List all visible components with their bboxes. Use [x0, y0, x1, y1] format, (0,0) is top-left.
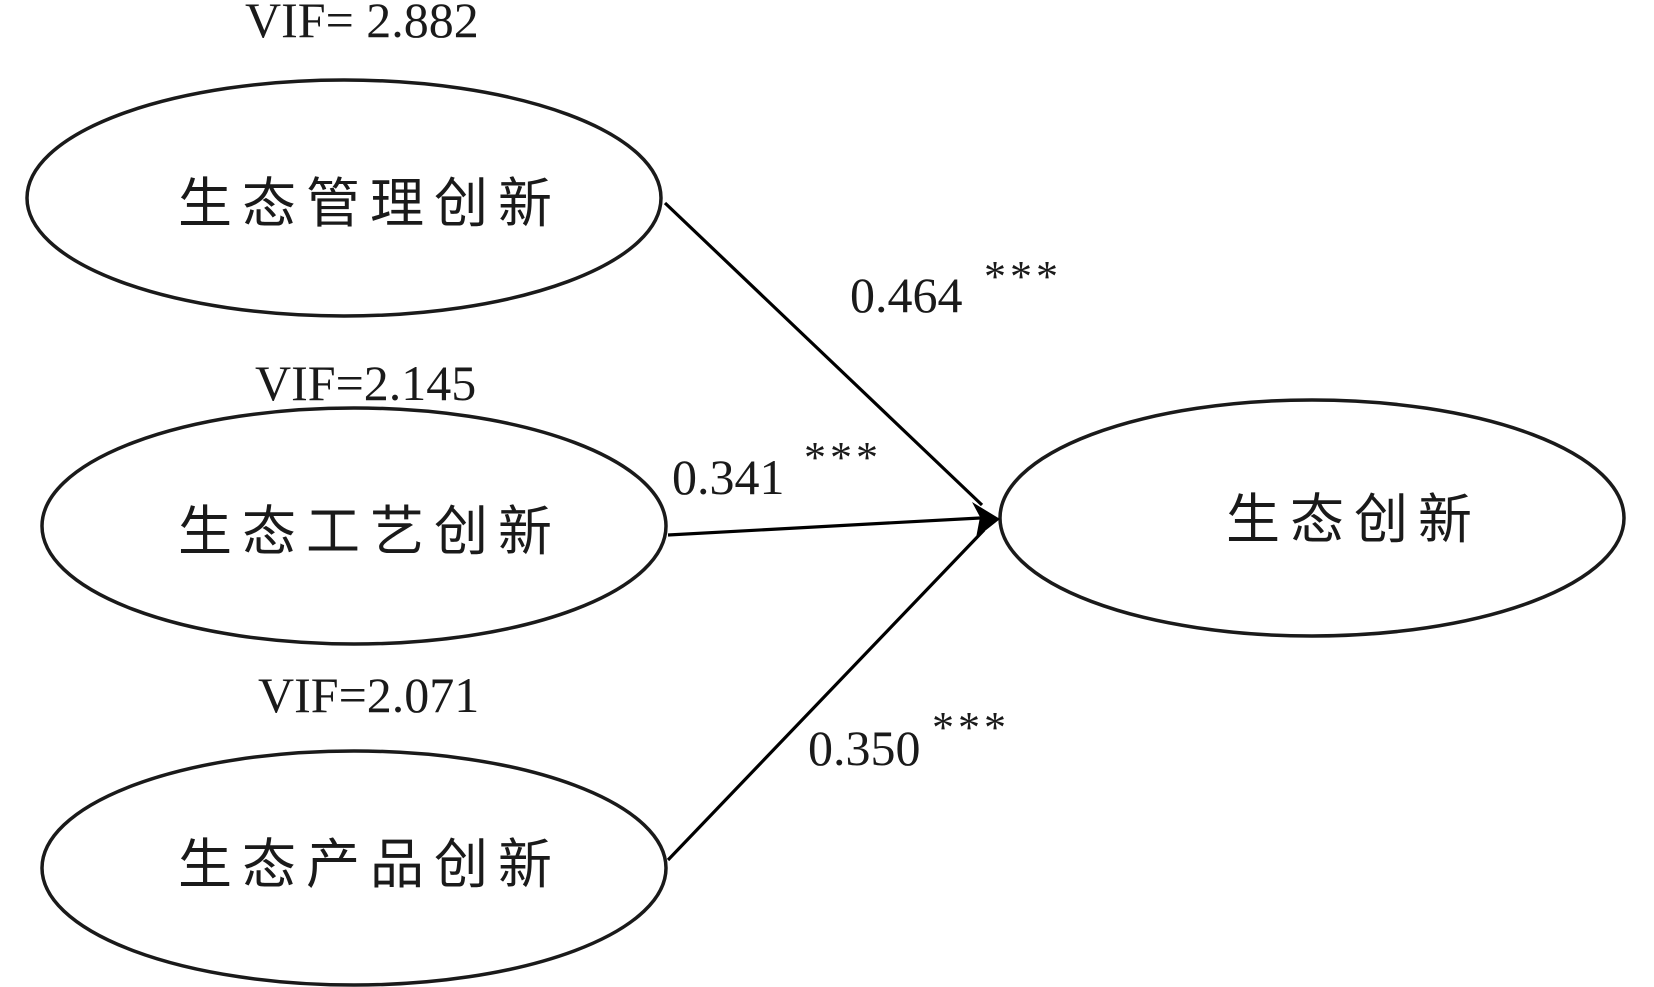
arrow-line: [663, 201, 984, 507]
coefficient-management: 0.464 ***: [850, 252, 1062, 323]
edge-process-to-eco-innovation: [667, 516, 981, 537]
arrow-line: [666, 528, 986, 862]
node-label: 生态工艺创新: [178, 500, 562, 563]
node-eco-process-innovation: 生态工艺创新: [40, 406, 668, 646]
vif-label-management: VIF= 2.882: [245, 0, 479, 48]
node-ellipse: [998, 398, 1626, 638]
coefficient-value: 0.341: [672, 449, 785, 505]
significance-stars: ***: [804, 433, 882, 482]
node-ellipse: [40, 749, 668, 987]
node-ellipse: [40, 406, 668, 646]
significance-stars: ***: [984, 252, 1062, 301]
node-label: 生态创新: [1226, 488, 1482, 551]
coefficient-process: 0.341 ***: [672, 433, 882, 505]
edge-product-to-eco-innovation: [666, 528, 986, 862]
node-ellipse: [25, 78, 663, 318]
coefficient-value: 0.464: [850, 267, 963, 323]
coefficient-product: 0.350 ***: [808, 703, 1010, 776]
node-eco-innovation: 生态创新: [998, 398, 1626, 638]
node-label: 生态管理创新: [178, 172, 562, 235]
arrowhead-icon: [972, 502, 1000, 538]
node-label: 生态产品创新: [178, 833, 562, 896]
vif-label-process: VIF=2.145: [255, 355, 476, 411]
node-eco-product-innovation: 生态产品创新: [40, 749, 668, 987]
edge-management-to-eco-innovation: [663, 201, 984, 507]
coefficient-value: 0.350: [808, 720, 921, 776]
vif-label-product: VIF=2.071: [258, 667, 479, 723]
significance-stars: ***: [932, 703, 1010, 752]
arrow-line: [667, 516, 981, 537]
node-eco-management-innovation: 生态管理创新: [25, 78, 663, 318]
